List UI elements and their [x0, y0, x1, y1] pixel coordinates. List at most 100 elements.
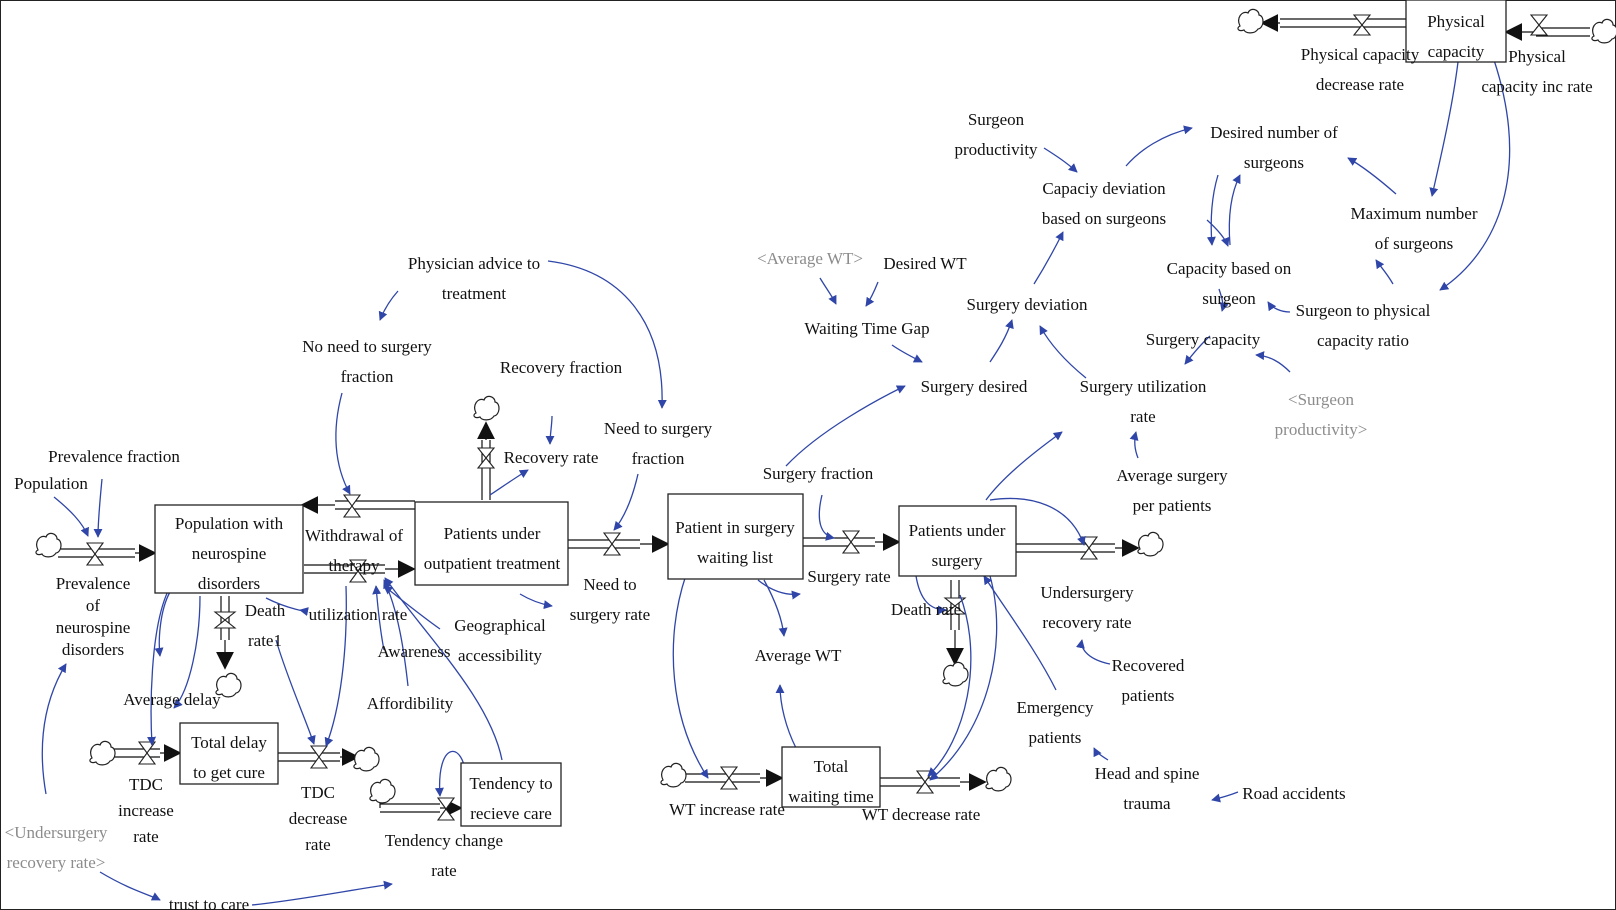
label-line: Tendency change — [385, 831, 503, 850]
label-line: increase — [118, 801, 174, 820]
label-line: TDC — [129, 775, 163, 794]
label-line: WT decrease rate — [862, 805, 981, 824]
label-need-to-surgery-fraction: Need to surgery fraction — [604, 419, 713, 468]
label-tendency-change-rate: Tendency change rate — [385, 831, 503, 880]
valve-prevalence — [85, 542, 105, 566]
label-line: <Average WT> — [757, 249, 863, 268]
label-affordibility: Affordibility — [367, 694, 454, 713]
cloud-icon — [942, 661, 969, 687]
label-line: Population — [14, 474, 88, 493]
label-population: Population — [14, 474, 88, 493]
stock-total-waiting-time — [781, 746, 881, 808]
label-line: Geographical — [454, 616, 546, 635]
label-line: productivity — [954, 140, 1038, 159]
label-line: Average WT — [755, 646, 842, 665]
cloud-icon — [660, 762, 687, 788]
label-average-wt-shadow: <Average WT> — [757, 249, 863, 268]
label-line: neurospine — [192, 544, 267, 563]
label-line: Desired number of — [1210, 123, 1338, 142]
label-line: patients — [1029, 728, 1082, 747]
label-line: trauma — [1123, 794, 1171, 813]
label-line: treatment — [442, 284, 506, 303]
stock-population-neurospine — [154, 504, 304, 594]
label-line: Waiting Time Gap — [804, 319, 929, 338]
label-line: capacity inc rate — [1481, 77, 1592, 96]
label-line: Surgeon — [968, 110, 1025, 129]
label-line: Surgery rate — [807, 567, 890, 586]
label-line: Physical capacity — [1301, 45, 1420, 64]
label-surgery-deviation: Surgery deviation — [966, 295, 1088, 314]
label-line: utilization rate — [309, 605, 408, 624]
label-line: Need to surgery — [604, 419, 713, 438]
label-line: rate — [431, 861, 456, 880]
label-line: accessibility — [458, 646, 543, 665]
label-waiting-time-gap: Waiting Time Gap — [804, 319, 929, 338]
label-line: Total delay — [191, 733, 267, 752]
label-line: capacity — [1428, 42, 1485, 61]
label-line: rate — [1130, 407, 1155, 426]
label-line: <Surgeon — [1288, 390, 1354, 409]
label-line: Average delay — [123, 690, 221, 709]
label-line: Emergency — [1016, 698, 1094, 717]
stock-patients-outpatient — [414, 501, 569, 586]
label-emergency-patients: Emergency patients — [1016, 698, 1094, 747]
label-trust-to-care: trust to care — [169, 895, 249, 910]
label-line: neurospine — [56, 618, 131, 637]
label-line: Physical — [1508, 47, 1566, 66]
label-line: Prevalence — [56, 574, 131, 593]
label-wt-increase-rate: WT increase rate — [669, 800, 785, 819]
label-line: surgery rate — [570, 605, 650, 624]
label-line: Surgery capacity — [1146, 330, 1261, 349]
cloud-icon — [215, 672, 242, 698]
label-line: capacity ratio — [1317, 331, 1409, 350]
valve-death-rate1 — [213, 611, 237, 629]
label-line: Prevalence fraction — [48, 447, 180, 466]
label-line: Patient in surgery — [675, 518, 795, 537]
cloud-icon — [1591, 18, 1616, 44]
cloud-icon — [473, 395, 500, 421]
label-line: surgeons — [1244, 153, 1304, 172]
flow-pipes — [58, 14, 1590, 817]
label-line: Need to — [583, 575, 636, 594]
cloud-icon — [89, 740, 116, 766]
label-line: Patients under — [444, 524, 541, 543]
label-line: rate1 — [248, 631, 282, 650]
label-line: waiting list — [697, 548, 773, 567]
label-line: recovery rate — [1042, 613, 1131, 632]
label-line: rate — [305, 835, 330, 854]
valve-physical-decrease — [1352, 14, 1372, 36]
label-prevalence-fraction: Prevalence fraction — [48, 447, 180, 466]
label-line: based on surgeons — [1042, 209, 1166, 228]
label-line: Surgery desired — [921, 377, 1028, 396]
valve-wt-increase — [719, 766, 739, 790]
valve-tdc-decrease — [309, 745, 329, 769]
label-line: Patients under — [909, 521, 1006, 540]
label-line: Population with — [175, 514, 284, 533]
label-line: Awareness — [377, 642, 450, 661]
label-wt-decrease-rate: WT decrease rate — [862, 805, 981, 824]
label-need-to-surgery-rate: Need to surgery rate — [570, 575, 650, 624]
label-death-rate: Death rate — [891, 600, 961, 619]
label-line: Road accidents — [1242, 784, 1345, 803]
label-surgery-rate: Surgery rate — [807, 567, 890, 586]
label-line: fraction — [632, 449, 685, 468]
cloud-icon — [1137, 531, 1164, 557]
source-sink-clouds — [35, 8, 1616, 804]
label-recovery-fraction: Recovery fraction — [500, 358, 623, 377]
label-line: <Undersurgery — [5, 823, 108, 842]
valve-recovery — [476, 447, 496, 469]
